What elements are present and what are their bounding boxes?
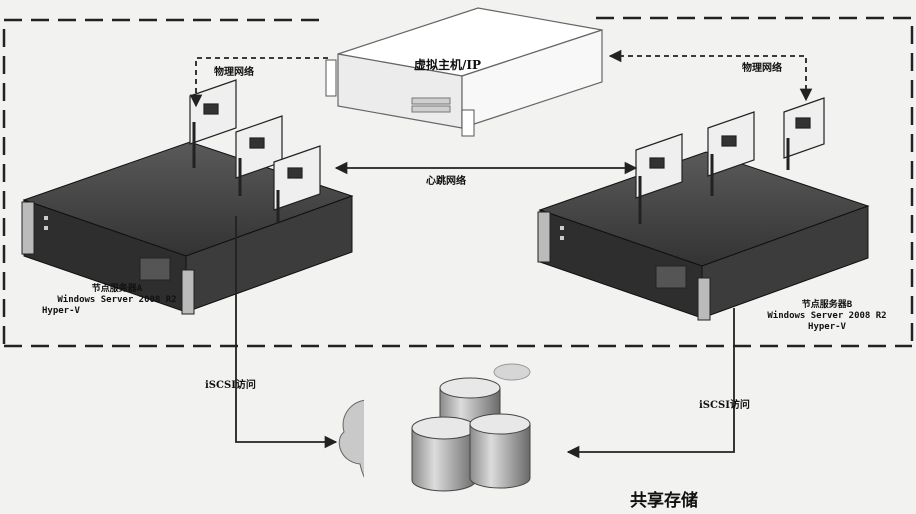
server-node-a <box>21 141 354 315</box>
iscsi-link-left <box>235 216 338 449</box>
node-b-os: Windows Server 2008 R2 <box>767 311 887 321</box>
iscsi-access-label-left: iSCSI访问 <box>205 380 256 391</box>
physical-network-links <box>189 49 813 108</box>
node-b-name: 节点服务器B <box>801 300 853 310</box>
iscsi-access-label-right: iSCSI访问 <box>699 400 750 411</box>
virtual-host-server <box>325 7 603 137</box>
storage-cloud-left <box>338 396 376 486</box>
node-b-role: Hyper-V <box>808 322 846 332</box>
node-a-os: Windows Server 2008 R2 <box>57 295 177 305</box>
shared-storage-disks <box>411 363 531 492</box>
cluster-boundary <box>2 16 914 348</box>
shared-storage-label: 共享存储 <box>630 491 698 511</box>
physical-network-label-right: 物理网络 <box>742 63 782 74</box>
node-a-caption: 节点服务器A Windows Server 2008 R2 Hyper-V <box>42 284 192 317</box>
node-a-role: Hyper-V <box>42 306 80 316</box>
virtual-host-label: 虚拟主机/IP <box>414 58 482 72</box>
heartbeat-network-label: 心跳网络 <box>426 176 466 187</box>
node-b-caption: 节点服务器B Windows Server 2008 R2 Hyper-V <box>752 300 902 333</box>
server-b-nics <box>635 97 825 224</box>
iscsi-link-right <box>566 308 735 459</box>
server-node-b <box>537 151 870 321</box>
physical-network-label-left: 物理网络 <box>214 67 254 78</box>
node-a-name: 节点服务器A <box>91 284 143 294</box>
